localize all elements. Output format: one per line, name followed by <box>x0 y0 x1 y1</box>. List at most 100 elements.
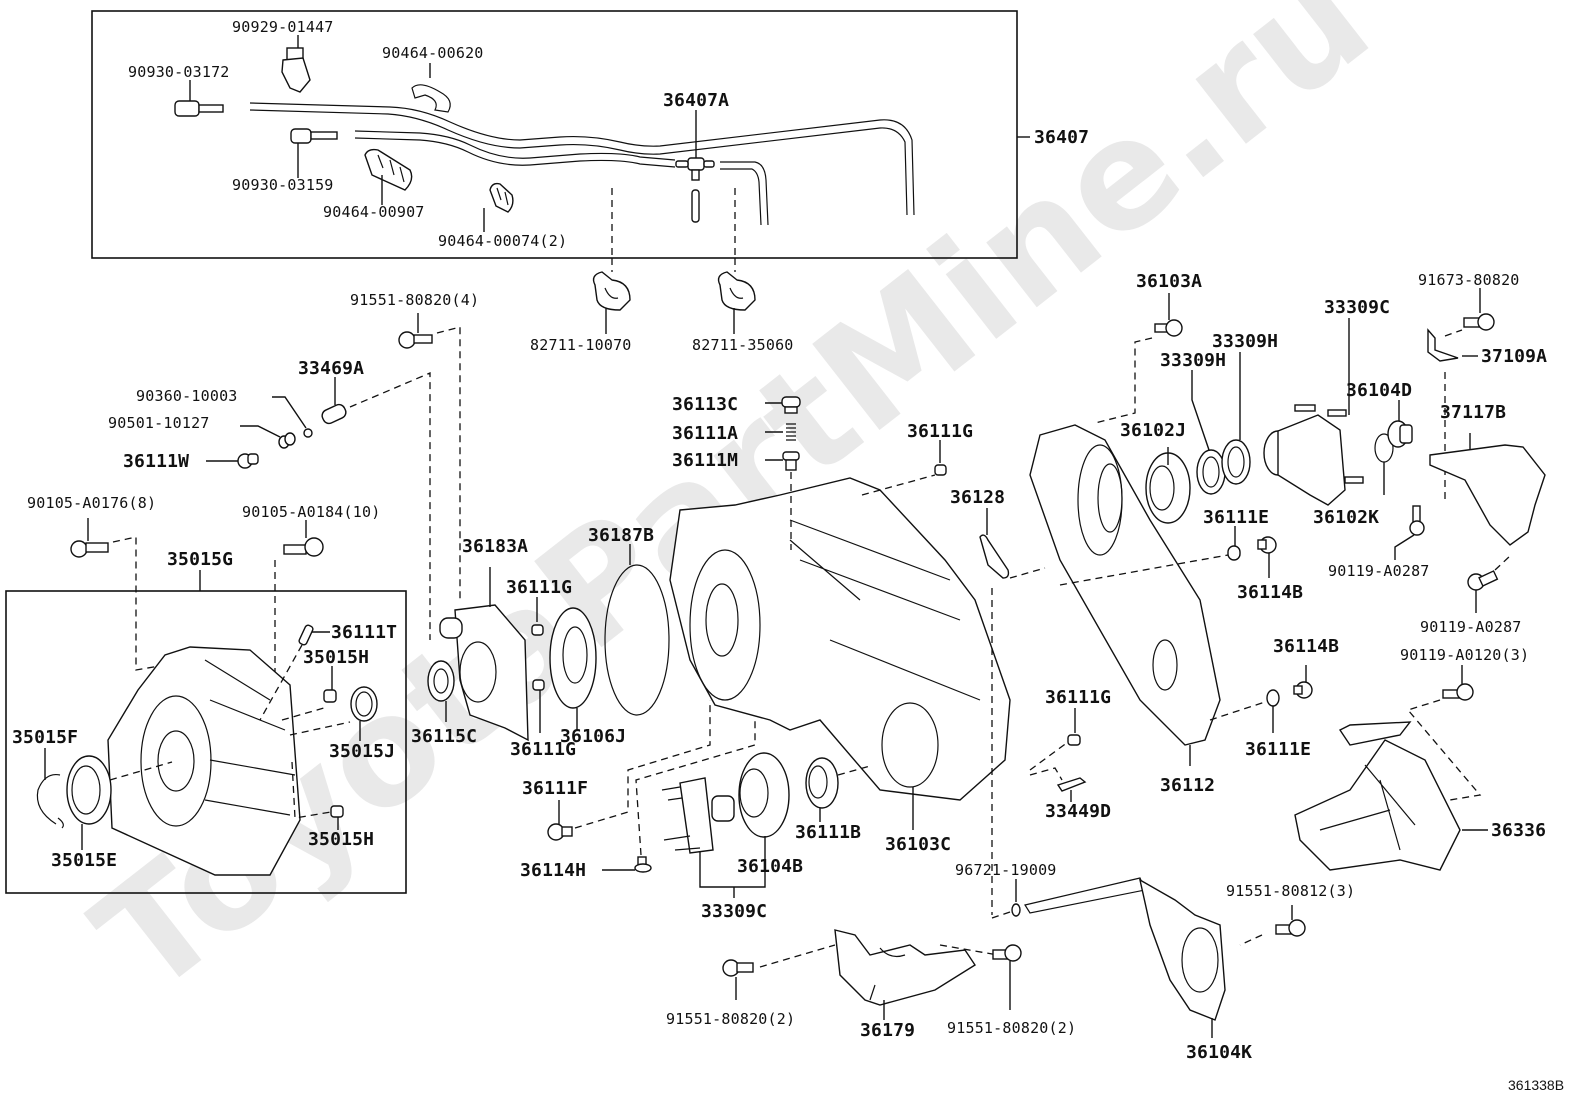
part-36106J-icon <box>549 607 597 709</box>
hose-assembly-group: 36407 90929-01447 90464-00620 90930-0317… <box>91 10 1089 259</box>
part-label-33309H-b[interactable]: 33309H <box>1212 331 1278 352</box>
part-33309C-a-flange-icon <box>1263 404 1364 506</box>
part-label-82711-35060[interactable]: 82711-35060 <box>692 336 794 354</box>
part-label-35015G[interactable]: 35015G <box>167 549 233 570</box>
part-label-90119-A0287-a[interactable]: 90119-A0287 <box>1328 562 1430 580</box>
part-label-90464-00620[interactable]: 90464-00620 <box>382 44 484 62</box>
figure-number: 361338B <box>1508 1077 1564 1093</box>
part-label-36111G-c[interactable]: 36111G <box>907 421 973 442</box>
part-label-36102K[interactable]: 36102K <box>1313 507 1379 528</box>
part-label-36111M[interactable]: 36111M <box>672 450 738 471</box>
part-90119-A0287-a-icon <box>1409 505 1425 536</box>
part-label-36115C[interactable]: 36115C <box>411 726 477 747</box>
part-label-36112[interactable]: 36112 <box>1160 775 1215 796</box>
part-label-82711-10070[interactable]: 82711-10070 <box>530 336 632 354</box>
part-36113C-icon <box>781 396 801 414</box>
part-label-36111F[interactable]: 36111F <box>522 778 588 799</box>
part-label-36111G-a[interactable]: 36111G <box>506 577 572 598</box>
part-36103A-icon <box>1154 319 1183 337</box>
part-label-91551-80820-2b[interactable]: 91551-80820(2) <box>947 1019 1076 1037</box>
hose-lower <box>354 130 676 161</box>
part-label-36111A[interactable]: 36111A <box>672 423 738 444</box>
part-label-36104K[interactable]: 36104K <box>1186 1042 1252 1063</box>
part-label-33309C-b[interactable]: 33309C <box>701 901 767 922</box>
part-label-90105-A0176[interactable]: 90105-A0176(8) <box>27 494 156 512</box>
part-label-90119-A0287-b[interactable]: 90119-A0287 <box>1420 618 1522 636</box>
part-90930-03159-icon <box>290 128 338 144</box>
part-35015G-housing-icon <box>107 646 301 876</box>
part-36111B-icon <box>805 757 839 809</box>
part-label-36179[interactable]: 36179 <box>860 1020 915 1041</box>
part-91551-80820-4-icon <box>398 331 433 349</box>
part-label-90930-03159[interactable]: 90930-03159 <box>232 176 334 194</box>
part-36336-bracket-icon <box>1294 721 1461 871</box>
part-label-35015H-b[interactable]: 35015H <box>308 829 374 850</box>
part-35015E-icon <box>66 755 112 825</box>
part-91551-80820-2b-icon <box>992 944 1022 962</box>
part-90501-10127-icon <box>278 432 296 449</box>
part-label-33449D[interactable]: 33449D <box>1045 801 1111 822</box>
part-35015H-a-icon <box>323 689 337 703</box>
part-label-36128[interactable]: 36128 <box>950 487 1005 508</box>
part-label-91551-80812[interactable]: 91551-80812(3) <box>1226 882 1355 900</box>
part-90929-01447-icon <box>281 47 311 93</box>
part-label-36114H[interactable]: 36114H <box>520 860 586 881</box>
part-label-36114B-a[interactable]: 36114B <box>1237 582 1303 603</box>
part-label-35015F[interactable]: 35015F <box>12 727 78 748</box>
part-label-36111W[interactable]: 36111W <box>123 451 189 472</box>
part-label-36103A[interactable]: 36103A <box>1136 271 1202 292</box>
part-35015J-icon <box>350 686 378 722</box>
part-label-90930-03172[interactable]: 90930-03172 <box>128 63 230 81</box>
part-label-90360-10003[interactable]: 90360-10003 <box>136 387 238 405</box>
part-label-37109A[interactable]: 37109A <box>1481 346 1547 367</box>
part-label-36111E-a[interactable]: 36111E <box>1203 507 1269 528</box>
part-label-36106J[interactable]: 36106J <box>560 726 626 747</box>
transfer-case-main-housing <box>669 477 1011 801</box>
part-label-33309H-a[interactable]: 33309H <box>1160 350 1226 371</box>
part-label-36407[interactable]: 36407 <box>1034 127 1089 148</box>
part-label-36111B[interactable]: 36111B <box>795 822 861 843</box>
part-label-36111E-b[interactable]: 36111E <box>1245 739 1311 760</box>
part-label-36111T[interactable]: 36111T <box>331 622 397 643</box>
part-35015F-icon <box>36 773 64 829</box>
part-91551-80820-2a-icon <box>722 959 754 977</box>
part-label-90464-00074[interactable]: 90464-00074(2) <box>438 232 567 250</box>
part-label-91551-80820-2a[interactable]: 91551-80820(2) <box>666 1010 795 1028</box>
part-label-90119-A0120[interactable]: 90119-A0120(3) <box>1400 646 1529 664</box>
part-label-33469A[interactable]: 33469A <box>298 358 364 379</box>
part-label-35015E[interactable]: 35015E <box>51 850 117 871</box>
part-label-91673-80820[interactable]: 91673-80820 <box>1418 271 1520 289</box>
part-90464-00074-icon <box>489 182 514 213</box>
part-label-90464-00907[interactable]: 90464-00907 <box>323 203 425 221</box>
part-37117B-icon <box>1429 444 1546 546</box>
part-36183A-icon <box>439 604 529 742</box>
part-label-96721-19009[interactable]: 96721-19009 <box>955 861 1057 879</box>
part-label-36113C[interactable]: 36113C <box>672 394 738 415</box>
part-label-37117B[interactable]: 37117B <box>1440 402 1506 423</box>
part-label-36102J[interactable]: 36102J <box>1120 420 1186 441</box>
part-label-90105-A0184[interactable]: 90105-A0184(10) <box>242 503 380 521</box>
hose-upper <box>249 102 915 216</box>
part-label-36111G-b[interactable]: 36111G <box>510 739 576 760</box>
part-label-35015H-a[interactable]: 35015H <box>303 647 369 668</box>
part-36104B-icon <box>738 752 790 838</box>
part-36111F-icon <box>547 823 573 841</box>
part-36114B-b-icon <box>1293 681 1313 699</box>
part-label-36111G-d[interactable]: 36111G <box>1045 687 1111 708</box>
part-label-90501-10127[interactable]: 90501-10127 <box>108 414 210 432</box>
part-label-36336[interactable]: 36336 <box>1491 820 1546 841</box>
part-90360-10003-icon <box>303 428 313 438</box>
part-36104D-icon <box>1387 420 1413 448</box>
part-label-36104B[interactable]: 36104B <box>737 856 803 877</box>
part-label-33309C-a[interactable]: 33309C <box>1324 297 1390 318</box>
part-label-36103C[interactable]: 36103C <box>885 834 951 855</box>
part-label-36407A[interactable]: 36407A <box>663 90 729 111</box>
part-label-91551-80820-4[interactable]: 91551-80820(4) <box>350 291 479 309</box>
part-label-36114B-b[interactable]: 36114B <box>1273 636 1339 657</box>
part-label-36104D[interactable]: 36104D <box>1346 380 1412 401</box>
part-label-90929-01447[interactable]: 90929-01447 <box>232 18 334 36</box>
part-label-35015J[interactable]: 35015J <box>329 741 395 762</box>
part-label-36183A[interactable]: 36183A <box>462 536 528 557</box>
part-label-36187B[interactable]: 36187B <box>588 525 654 546</box>
part-36179-skid-icon <box>834 929 976 1006</box>
